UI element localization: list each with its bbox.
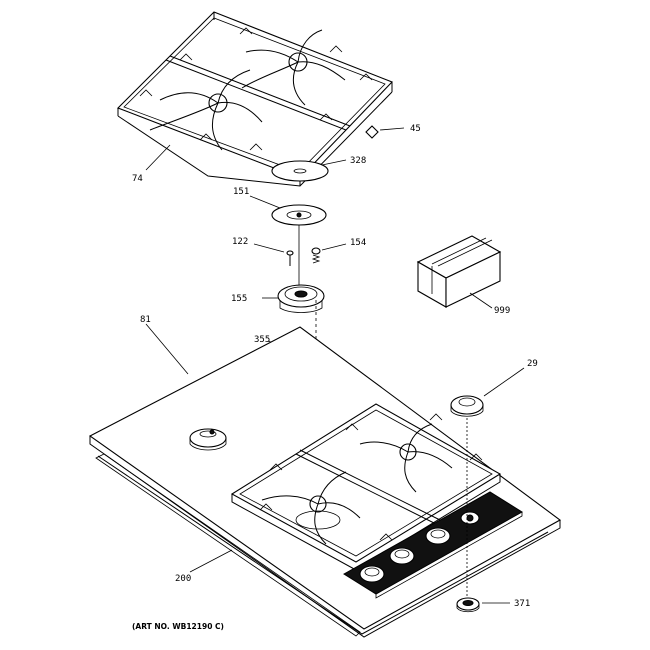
burner-cap-151: [271, 204, 327, 226]
burner-cap-328: [271, 160, 329, 182]
box-999: [416, 235, 502, 308]
knob-1[interactable]: [359, 565, 385, 583]
burner-head-155: [277, 284, 325, 313]
knob-4[interactable]: [460, 511, 480, 525]
label-154: 154: [350, 238, 366, 248]
grate-top: [117, 11, 393, 187]
knob-3[interactable]: [425, 527, 451, 545]
knob-2[interactable]: [389, 547, 415, 565]
small-cap: [365, 125, 379, 139]
label-155: 155: [231, 294, 247, 304]
label-151: 151: [233, 187, 249, 197]
label-81: 81: [140, 315, 151, 325]
label-200: 200: [175, 574, 191, 584]
label-371: 371: [514, 599, 530, 609]
label-29: 29: [527, 359, 538, 369]
art-number: (ART NO. WB12190 C): [132, 622, 224, 631]
label-122: 122: [232, 237, 248, 247]
gas-port: [189, 428, 227, 451]
control-knobs: [359, 511, 480, 583]
knob-29: [450, 395, 484, 417]
bezel-371: [456, 597, 480, 613]
spring-154: [311, 247, 321, 264]
label-999: 999: [494, 306, 510, 316]
label-355: 355: [254, 335, 270, 345]
label-45: 45: [410, 124, 421, 134]
screw-122: [286, 250, 294, 266]
label-74: 74: [132, 174, 143, 184]
label-328: 328: [350, 156, 366, 166]
